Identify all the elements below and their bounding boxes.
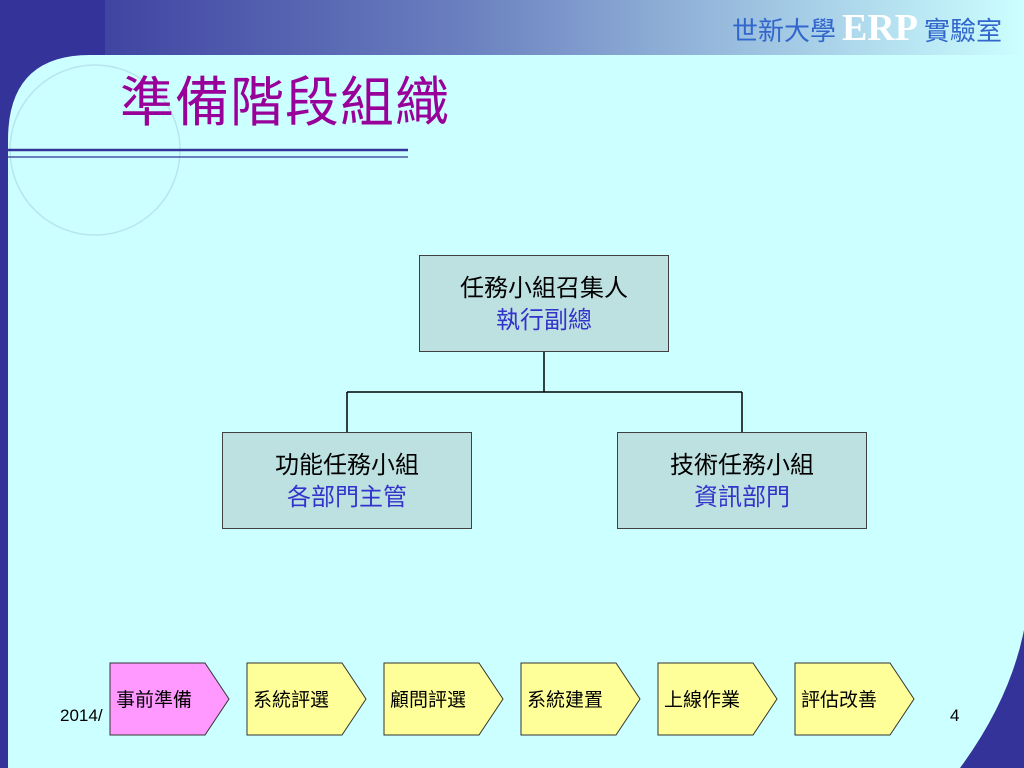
footer-date: 2014/: [60, 706, 103, 725]
process-step-shape: [657, 662, 778, 736]
process-step-4[interactable]: 系統建置: [520, 662, 641, 736]
org-box-technical-team: 技術任務小組 資訊部門: [617, 432, 867, 529]
brand-suffix: 實驗室: [923, 17, 1002, 47]
org-role-convener: 任務小組召集人: [460, 273, 628, 302]
page-title: 準備階段組織: [120, 71, 450, 134]
brand-erp: ERP: [841, 7, 918, 49]
process-step-label: 事前準備: [116, 689, 192, 711]
process-step-5[interactable]: 上線作業: [657, 662, 778, 736]
process-step-shape: [520, 662, 641, 736]
org-role-functional-team: 功能任務小組: [275, 450, 419, 479]
process-step-label: 系統建置: [527, 689, 603, 711]
process-step-6[interactable]: 評估改善: [794, 662, 915, 736]
process-step-label: 系統評選: [253, 689, 329, 711]
brand-prefix: 世新大學: [731, 17, 836, 47]
org-person-convener: 執行副總: [496, 305, 592, 334]
process-step-2[interactable]: 系統評選: [246, 662, 367, 736]
process-step-shape: [383, 662, 504, 736]
org-box-convener: 任務小組召集人 執行副總: [419, 255, 669, 352]
process-step-1[interactable]: 事前準備: [109, 662, 230, 736]
process-step-shape: [794, 662, 915, 736]
org-role-technical-team: 技術任務小組: [670, 450, 814, 479]
process-step-shape: [109, 662, 230, 736]
org-person-functional-team: 各部門主管: [287, 482, 407, 511]
process-step-label: 評估改善: [801, 689, 877, 711]
process-step-label: 上線作業: [664, 689, 740, 711]
process-step-3[interactable]: 顧問評選: [383, 662, 504, 736]
page-number: 4: [950, 706, 960, 725]
process-step-shape: [246, 662, 367, 736]
org-connectors: [346, 352, 743, 432]
org-person-technical-team: 資訊部門: [694, 482, 790, 511]
process-step-label: 顧問評選: [390, 689, 466, 711]
org-box-functional-team: 功能任務小組 各部門主管: [222, 432, 472, 529]
